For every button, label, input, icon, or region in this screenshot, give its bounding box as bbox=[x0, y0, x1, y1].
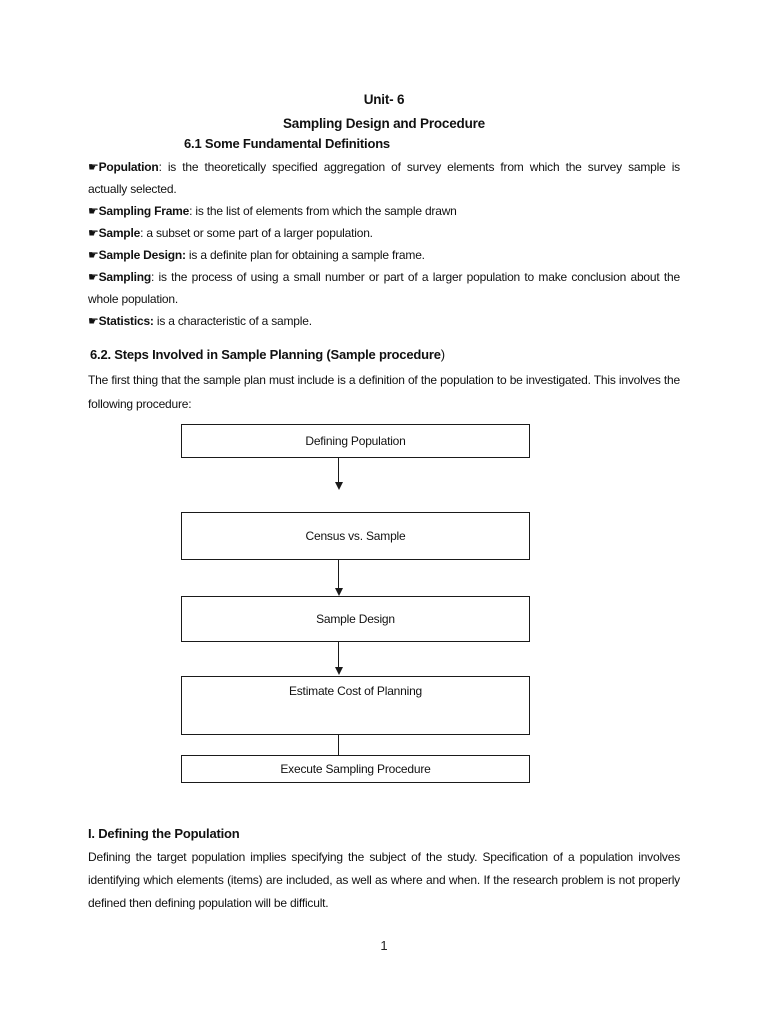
flowchart-box-label: Execute Sampling Procedure bbox=[280, 762, 431, 776]
flow-connector bbox=[181, 458, 530, 512]
flow-connector bbox=[181, 642, 530, 676]
down-arrow-icon bbox=[334, 588, 343, 596]
definition-statistics: ☛Statistics: is a characteristic of a sa… bbox=[88, 310, 680, 332]
definition-text: : a subset or some part of a larger popu… bbox=[140, 226, 373, 240]
definition-population: ☛Population: is the theoretically specif… bbox=[88, 156, 680, 200]
page-content: Unit- 6 Sampling Design and Procedure 6.… bbox=[88, 0, 680, 1024]
section-I-body: Defining the target population implies s… bbox=[88, 850, 680, 910]
arrow-stem bbox=[338, 642, 339, 667]
section-6-2-heading-tail: ) bbox=[440, 347, 445, 362]
flowchart-box-label: Estimate Cost of Planning bbox=[288, 684, 423, 698]
definition-term: Sample bbox=[98, 226, 141, 240]
definition-term: Statistics: bbox=[98, 314, 154, 328]
definition-text: is a definite plan for obtaining a sampl… bbox=[185, 248, 425, 262]
flowchart-box-estimate-cost: Estimate Cost of Planning bbox=[181, 676, 530, 735]
connector-line bbox=[338, 735, 339, 755]
pointing-hand-icon: ☛ bbox=[88, 226, 99, 240]
page-number: 1 bbox=[380, 938, 388, 953]
pointing-hand-icon: ☛ bbox=[88, 248, 99, 262]
flowchart-box-label: Sample Design bbox=[316, 612, 395, 626]
definition-sampling-frame: ☛Sampling Frame: is the list of elements… bbox=[88, 200, 680, 222]
arrow-stem bbox=[338, 560, 339, 588]
page-title: Unit- 6 bbox=[363, 92, 405, 107]
definition-sample: ☛Sample: a subset or some part of a larg… bbox=[88, 222, 680, 244]
flow-connector bbox=[181, 560, 530, 596]
flowchart-box-label: Defining Population bbox=[305, 434, 406, 448]
section-6-2-intro: The first thing that the sample plan mus… bbox=[88, 373, 680, 411]
section-6-1-heading: 6.1 Some Fundamental Definitions bbox=[184, 136, 390, 151]
pointing-hand-icon: ☛ bbox=[88, 204, 99, 218]
section-6-2-heading-text: 6.2. Steps Involved in Sample Planning (… bbox=[90, 347, 441, 362]
definition-sampling: ☛Sampling: is the process of using a sma… bbox=[88, 266, 680, 310]
definition-text: is a characteristic of a sample. bbox=[153, 314, 312, 328]
definition-text: : is the theoretically specified aggrega… bbox=[88, 160, 680, 196]
definition-term: Sampling bbox=[98, 270, 152, 284]
definition-text: : is the list of elements from which the… bbox=[189, 204, 457, 218]
definition-term: Sample Design: bbox=[98, 248, 186, 262]
flow-connector-plain bbox=[181, 735, 530, 755]
pointing-hand-icon: ☛ bbox=[88, 270, 99, 284]
section-6-2-heading: 6.2. Steps Involved in Sample Planning (… bbox=[90, 344, 445, 366]
flowchart: Defining Population Census vs. Sample Sa… bbox=[181, 424, 530, 783]
pointing-hand-icon: ☛ bbox=[88, 160, 99, 174]
flowchart-box-execute-procedure: Execute Sampling Procedure bbox=[181, 755, 530, 783]
down-arrow-icon bbox=[334, 667, 343, 675]
flowchart-box-defining-population: Defining Population bbox=[181, 424, 530, 458]
down-arrow-icon bbox=[334, 482, 343, 490]
flowchart-box-sample-design: Sample Design bbox=[181, 596, 530, 642]
arrow-stem bbox=[338, 458, 339, 482]
page-subtitle: Sampling Design and Procedure bbox=[283, 116, 485, 131]
section-I-heading: I. Defining the Population bbox=[88, 826, 240, 841]
flowchart-box-census-vs-sample: Census vs. Sample bbox=[181, 512, 530, 560]
flowchart-box-label: Census vs. Sample bbox=[305, 529, 406, 543]
definition-sample-design: ☛Sample Design: is a definite plan for o… bbox=[88, 244, 680, 266]
definition-term: Population bbox=[98, 160, 159, 174]
definition-term: Sampling Frame bbox=[98, 204, 190, 218]
definition-text: : is the process of using a small number… bbox=[88, 270, 680, 306]
pointing-hand-icon: ☛ bbox=[88, 314, 99, 328]
definitions-list: ☛Population: is the theoretically specif… bbox=[88, 156, 680, 332]
